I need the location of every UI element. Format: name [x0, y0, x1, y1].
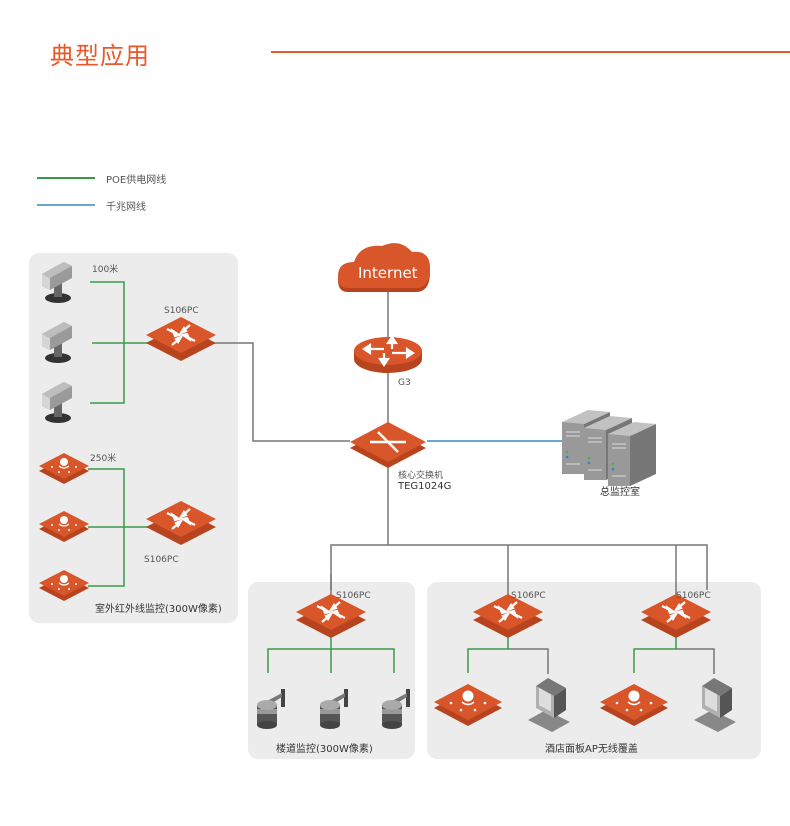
router-icon [354, 335, 422, 373]
internet-label: Internet [358, 264, 418, 282]
control-room-label: 总监控室 [600, 487, 640, 498]
panel-ap-icon [433, 683, 503, 727]
switch-outdoor-top-label: S106PC [164, 306, 199, 316]
legend-gigabit-line [37, 204, 95, 206]
bullet-camera-icon [42, 382, 72, 423]
bullet-camera-icon [42, 262, 72, 303]
server-rack-icon [607, 421, 657, 487]
bullet-camera-icon [42, 322, 72, 363]
core-switch-model: TEG1024G [398, 481, 452, 492]
outdoor-ap-icon [38, 510, 90, 543]
title-divider [271, 51, 790, 53]
distance-label-250m: 250米 [90, 454, 117, 464]
pc-icon [528, 678, 570, 732]
switch-outdoor-bottom-label: S106PC [144, 555, 179, 565]
switch-hotel-right-label: S106PC [676, 591, 711, 601]
pc-icon [694, 678, 736, 732]
poe-lines [88, 281, 677, 673]
hotel-panel-caption: 酒店面板AP无线覆盖 [545, 744, 638, 755]
outdoor-ap-icon [38, 569, 90, 602]
core-switch-label: 核心交换机 [398, 471, 444, 481]
legend-gigabit-label: 千兆网线 [106, 202, 146, 213]
core-switch-icon [350, 422, 426, 468]
trunk-lines [213, 285, 715, 674]
switch-hotel-left-label: S106PC [511, 591, 546, 601]
corridor-panel-caption: 楼道监控(300W像素) [276, 744, 373, 755]
switch-outdoor-top-icon [144, 315, 218, 363]
switch-corridor-label: S106PC [336, 591, 371, 601]
cloud-icon [338, 243, 430, 292]
legend-poe-label: POE供电网线 [106, 175, 167, 186]
outdoor-monitoring-panel [29, 253, 238, 623]
distance-label-100m: 100米 [92, 265, 119, 275]
page-title: 典型应用 [50, 42, 150, 70]
dome-camera-icon [320, 689, 348, 729]
legend-poe-line [37, 177, 95, 179]
outdoor-ap-icon [38, 452, 90, 485]
outdoor-panel-caption: 室外红外线监控(300W像素) [95, 604, 222, 615]
dome-camera-icon [257, 689, 285, 729]
panel-ap-icon [599, 683, 669, 727]
switch-outdoor-bottom-icon [144, 499, 218, 547]
dome-camera-icon [382, 689, 410, 729]
router-label: G3 [398, 378, 411, 388]
